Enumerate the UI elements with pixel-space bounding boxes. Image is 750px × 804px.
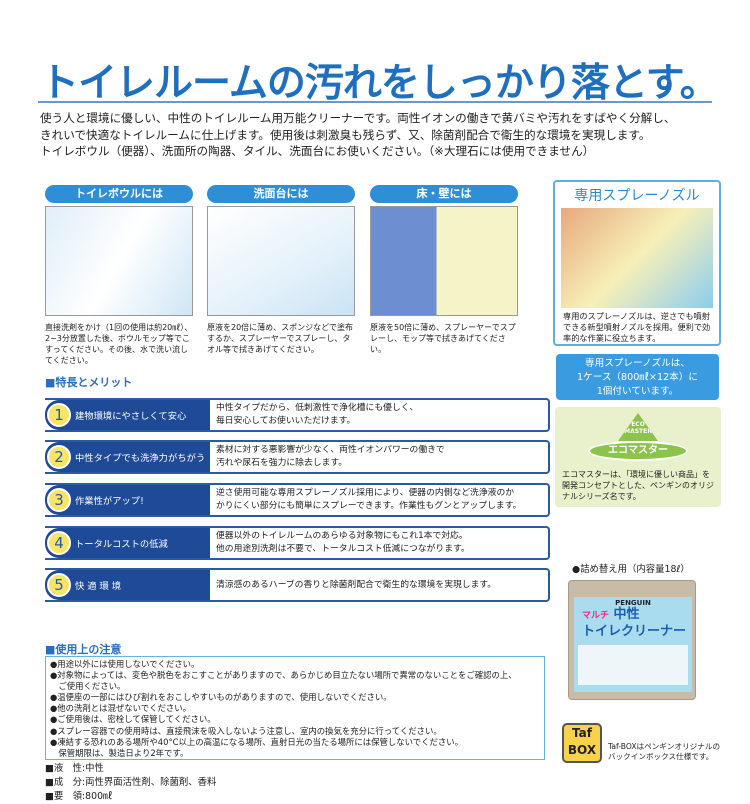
feature-row: 2 中性タイプでも洗浄力がちがう素材に対する悪影響が少なく、両性イオンパワーの働き… (45, 440, 550, 474)
logo-text: Taf (572, 726, 592, 740)
feature-tab: 2 中性タイプでも洗浄力がちがう (45, 442, 210, 472)
taf-box-logo: Taf BOX (562, 723, 602, 763)
fine-print (578, 645, 688, 685)
logo-band: エコマスター (588, 441, 688, 461)
feature-number: 4 (47, 531, 71, 555)
feature-desc: 中性タイプだから、低刺激性で浄化槽にも優しく、毎日安心してお使いいただけます。 (210, 400, 424, 430)
usage-caption: 原液を20倍に薄め、スポンジなどで塗布するか、スプレーヤーでスプレーし、タオル等… (207, 323, 354, 354)
caption-line: Taf-BOXはペンギンオリジナルの (608, 742, 721, 751)
caution-item: ●用途以外には使用しないでください。 (50, 659, 200, 669)
eco-master-logo: ECO MASTER エコマスター (588, 413, 688, 463)
nozzle-note: 専用スプレーノズルは、 1ケース（800㎖×12本）に 1個付いています。 (556, 354, 719, 400)
feature-desc-line: 清涼感のあるハーブの香りと除菌剤配合で衛生的な環境を実現します。 (216, 579, 497, 590)
caution-item: 保管期限は、製造日より2年です。 (50, 747, 189, 758)
feature-desc: 清涼感のあるハーブの香りと除菌剤配合で衛生的な環境を実現します。 (210, 570, 502, 600)
refill-box-image: PENGUIN マルチ 中性 トイレクリーナー (568, 580, 696, 700)
box-label: PENGUIN マルチ 中性 トイレクリーナー (574, 597, 692, 692)
feature-desc-line: かりにくい部分にも簡単にスプレーできます。作業性もグンとアップします。 (216, 501, 522, 511)
nozzle-heading: 専用スプレーノズル (574, 188, 700, 204)
nozzle-caption: 専用のスプレーノズルは、逆さでも噴射できる新型噴射ノズルを採用。便利で効率的な作… (563, 311, 711, 343)
spray-bottle-image (561, 208, 713, 308)
feature-desc-line: 中性タイプだから、低刺激性で浄化槽にも優しく、 (216, 403, 419, 413)
caution-box: ●用途以外には使用しないでください。●対象物によっては、変色や脱色をおこすことが… (45, 656, 545, 760)
page-title: トイレルームの汚れをしっかり落とす。 (40, 61, 719, 106)
spec-item: ■成 分:両性界面活性剤、除菌剤、香料 (45, 777, 217, 788)
feature-title: 建物環境にやさしくて安心 (75, 411, 187, 422)
caution-item: ご使用ください。 (50, 681, 126, 692)
usage-card-toilet: トイレボウルには 直接洗剤をかけ（1回の使用は約20㎖）、2~3分放置した後、ボ… (45, 185, 193, 366)
feature-title: 作業性がアップ! (75, 496, 144, 507)
feature-tab: 1 建物環境にやさしくて安心 (45, 400, 210, 430)
feature-desc-line: 素材に対する悪影響が少なく、両性イオンパワーの働きで (216, 445, 445, 455)
caution-item: ●スプレー容器での使用時は、直接飛沫を吸入しないよう注意し、室内の換気を充分に行… (50, 725, 442, 736)
usage-caption: 原液を50倍に薄め、スプレーヤーでスプレーし、モップ等で拭きあげてください。 (370, 323, 516, 354)
caution-item: ●凍結する恐れのある場所や40°C以上の高温になる場所、直射日光の当たる場所には… (50, 736, 463, 747)
note-line: 1個付いています。 (596, 386, 679, 397)
feature-desc: 素材に対する悪影響が少なく、両性イオンパワーの働きで汚れや尿石を強力に除去します… (210, 442, 451, 472)
spec-list: ■液 性:中性 ■成 分:両性界面活性剤、除菌剤、香料 ■要 領:800㎖ (45, 762, 216, 804)
feature-number: 3 (47, 488, 71, 512)
note-line: 1ケース（800㎖×12本）に (577, 372, 698, 383)
logo-text: BOX (567, 743, 597, 757)
floor-illustration (370, 206, 518, 316)
feature-number: 1 (47, 403, 71, 427)
eco-caption: エコマスターは、「環境に優しい商品」を開発コンセプトとした、ペンギンのオリジナル… (562, 470, 714, 501)
spec-item: ■要 領:800㎖ (45, 791, 113, 802)
feature-row: 3 作業性がアップ! 逆さ使用可能な専用スプレーノズル採用により、便器の内側など洗浄… (45, 483, 550, 517)
usage-card-sink: 洗面台には 原液を20倍に薄め、スポンジなどで塗布するか、スプレーヤーでスプレー… (207, 185, 355, 355)
spec-item: ■液 性:中性 (45, 763, 104, 774)
feature-tab: 3 作業性がアップ! (45, 485, 210, 515)
refill-label: ●詰め替え用（内容量18ℓ） (572, 564, 690, 575)
feature-desc-line: 汚れや尿石を強力に除去します。 (216, 458, 348, 468)
tree-icon: ECO MASTER (618, 413, 658, 441)
intro-text: 使う人と環境に優しい、中性のトイレルーム用万能クリーナーです。両性イオンの働きで… (40, 110, 675, 160)
feature-tab: 4 トータルコストの低減 (45, 528, 210, 558)
feature-desc-line: 便器以外のトイレルームのあらゆる対象物にもこれ1本で対応。 (216, 531, 468, 541)
feature-desc: 便器以外のトイレルームのあらゆる対象物にもこれ1本で対応。他の用途別洗剤は不要で… (210, 528, 476, 558)
intro-line: きれいで快適なトイレルームに仕上げます。使用後は刺激臭も残らず、又、除菌剤配合で… (40, 127, 651, 142)
caution-item: ●温便座の一部にはひび割れをおこしやすいものがありますので、使用しないでください… (50, 692, 392, 703)
feature-number: 2 (47, 445, 71, 469)
feature-row: 4 トータルコストの低減 便器以外のトイレルームのあらゆる対象物にもこれ1本で対応。… (45, 526, 550, 560)
divider (38, 101, 712, 103)
feature-title: 快 適 環 境 (75, 581, 122, 592)
intro-line: 使う人と環境に優しい、中性のトイレルーム用万能クリーナーです。両性イオンの働きで… (40, 111, 676, 125)
intro-line: トイレボウル（便器）、洗面所の陶器、タイル、洗面台にお使いください。（※大理石に… (40, 144, 595, 158)
taf-caption: Taf-BOXはペンギンオリジナルの バックインボックス仕様です。 (608, 742, 720, 762)
feature-desc-line: 毎日安心してお使いいただけます。 (216, 416, 356, 426)
usage-label: 洗面台には (207, 185, 355, 203)
caption-line: バックインボックス仕様です。 (608, 752, 714, 761)
sink-illustration (207, 206, 355, 316)
toilet-illustration (45, 206, 193, 316)
spray-nozzle-panel: 専用スプレーノズル 専用のスプレーノズルは、逆さでも噴射できる新型噴射ノズルを採… (553, 180, 721, 346)
feature-title: 中性タイプでも洗浄力がちがう (75, 453, 206, 464)
usage-label: トイレボウルには (45, 185, 193, 203)
brand-name: PENGUIN (615, 599, 651, 607)
usage-card-floor: 床・壁には 原液を50倍に薄め、スプレーヤーでスプレーし、モップ等で拭きあげてく… (370, 185, 518, 355)
feature-desc-line: 逆さ使用可能な専用スプレーノズル採用により、便器の内側など洗浄液のか (216, 488, 515, 498)
product-name: トイレクリーナー (582, 624, 687, 639)
features-heading: ■特長とメリット (45, 376, 133, 389)
feature-title: トータルコストの低減 (75, 539, 168, 550)
feature-row: 1 建物環境にやさしくて安心 中性タイプだから、低刺激性で浄化槽にも優しく、毎日安心… (45, 398, 550, 432)
product-name: 中性 (613, 607, 640, 622)
feature-desc-line: 他の用途別洗剤は不要で、トータルコスト低減につながります。 (216, 544, 470, 554)
caution-heading: ■使用上の注意 (45, 643, 122, 656)
caution-item: ●対象物によっては、変色や脱色をおこすことがありますので、あらかじめ目立たない場… (50, 670, 517, 681)
feature-desc: 逆さ使用可能な専用スプレーノズル採用により、便器の内側など洗浄液のかかりにくい部… (210, 485, 527, 515)
caution-item: ●他の洗剤とは混ぜないでください。 (50, 703, 192, 714)
badge: マルチ (582, 611, 610, 621)
note-line: 専用スプレーノズルは、 (585, 358, 690, 369)
feature-number: 5 (47, 573, 71, 597)
feature-row: 5 快 適 環 境 清涼感のあるハーブの香りと除菌剤配合で衛生的な環境を実現します。 (45, 568, 550, 602)
caution-item: ●ご使用後は、密栓して保管してください。 (50, 714, 216, 725)
feature-tab: 5 快 適 環 境 (45, 570, 210, 600)
usage-label: 床・壁には (370, 185, 518, 203)
usage-caption: 直接洗剤をかけ（1回の使用は約20㎖）、2~3分放置した後、ボウルモップ等でこす… (45, 323, 193, 365)
eco-master-panel: ECO MASTER エコマスター エコマスターは、「環境に優しい商品」を開発コ… (555, 407, 721, 507)
